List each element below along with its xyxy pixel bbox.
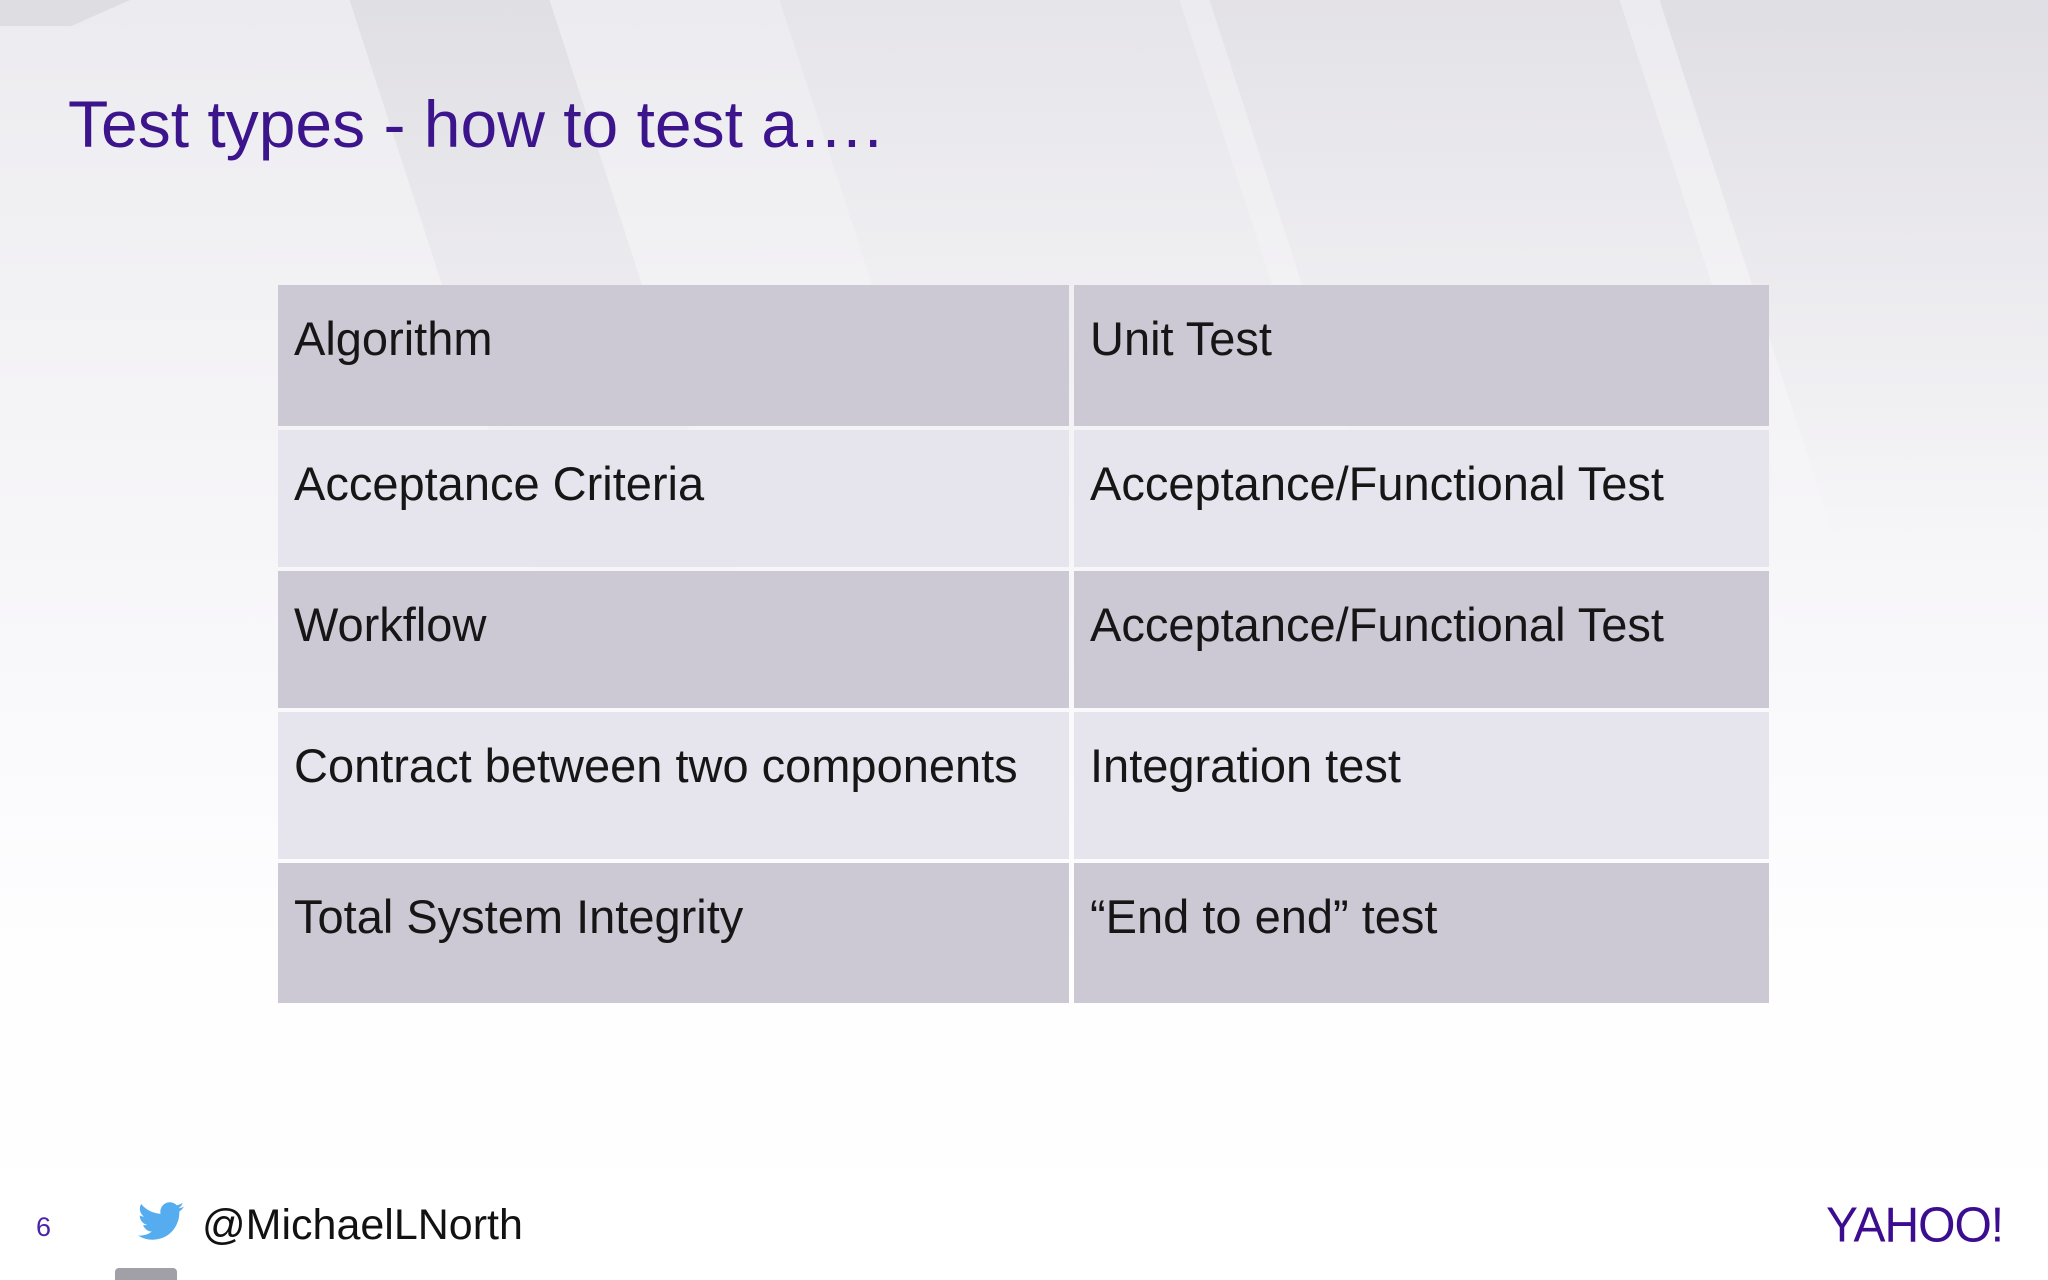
- page-number: 6: [36, 1212, 52, 1242]
- test-types-table: Algorithm Unit Test Acceptance Criteria …: [278, 285, 1769, 1003]
- table-cell-what: Contract between two components: [278, 712, 1069, 859]
- background-corner-wedge: [0, 0, 130, 26]
- bottom-edge-artifact: [115, 1268, 177, 1280]
- table-cell-what: Total System Integrity: [278, 863, 1069, 1003]
- table-cell-how: Acceptance/Functional Test: [1074, 430, 1769, 567]
- table-cell-how: Integration test: [1074, 712, 1769, 859]
- twitter-bird-icon: [133, 1198, 189, 1244]
- yahoo-logo: YAHOO!: [1826, 1198, 2004, 1253]
- table-cell-what: Algorithm: [278, 285, 1069, 426]
- table-cell-what: Workflow: [278, 571, 1069, 708]
- table-cell-how: “End to end” test: [1074, 863, 1769, 1003]
- table-cell-how: Unit Test: [1074, 285, 1769, 426]
- twitter-handle: @MichaelLNorth: [202, 1201, 523, 1249]
- table-cell-what: Acceptance Criteria: [278, 430, 1069, 567]
- table-cell-how: Acceptance/Functional Test: [1074, 571, 1769, 708]
- slide-title: Test types - how to test a….: [68, 87, 883, 161]
